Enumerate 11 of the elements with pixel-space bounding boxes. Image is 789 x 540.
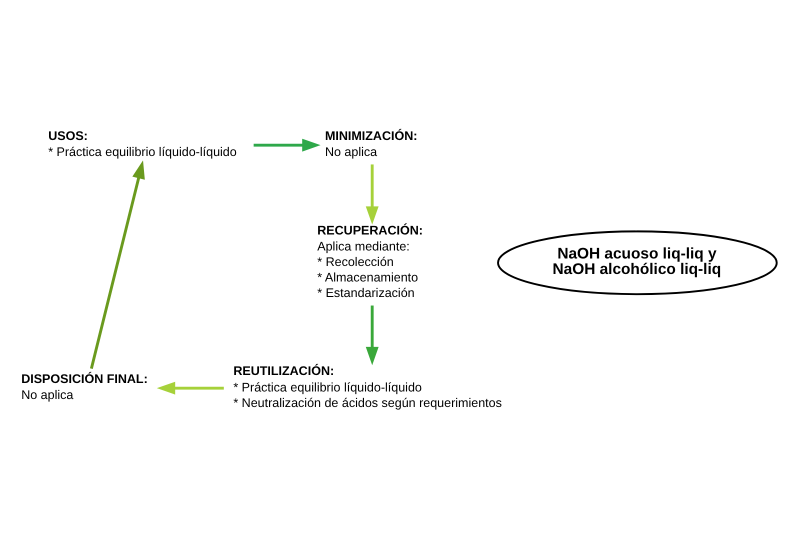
arrow bbox=[90, 160, 145, 368]
arrow bbox=[156, 381, 224, 394]
arrow bbox=[366, 305, 379, 365]
node-text: REUTILIZACIÓN: * Práctica equilibrio líquido-líquido * Neutralización de ácidos según requerimientos bbox=[233, 364, 502, 410]
node-text: DISPOSICIÓN FINAL: No aplica bbox=[21, 371, 148, 402]
arrow bbox=[366, 164, 379, 224]
node-text: RECUPERACIÓN: Aplica mediante: * Recolección * Almacenamiento * Estandarización bbox=[317, 222, 423, 300]
arrow bbox=[254, 138, 321, 152]
node-ellipse: NaOH acuoso liq-liq y NaOH alcohólico liq-liq bbox=[497, 230, 778, 295]
node-text: USOS: * Práctica equilibrio líquido-líquido bbox=[48, 128, 237, 159]
node-text: MINIMIZACIÓN: No aplica bbox=[324, 128, 418, 159]
